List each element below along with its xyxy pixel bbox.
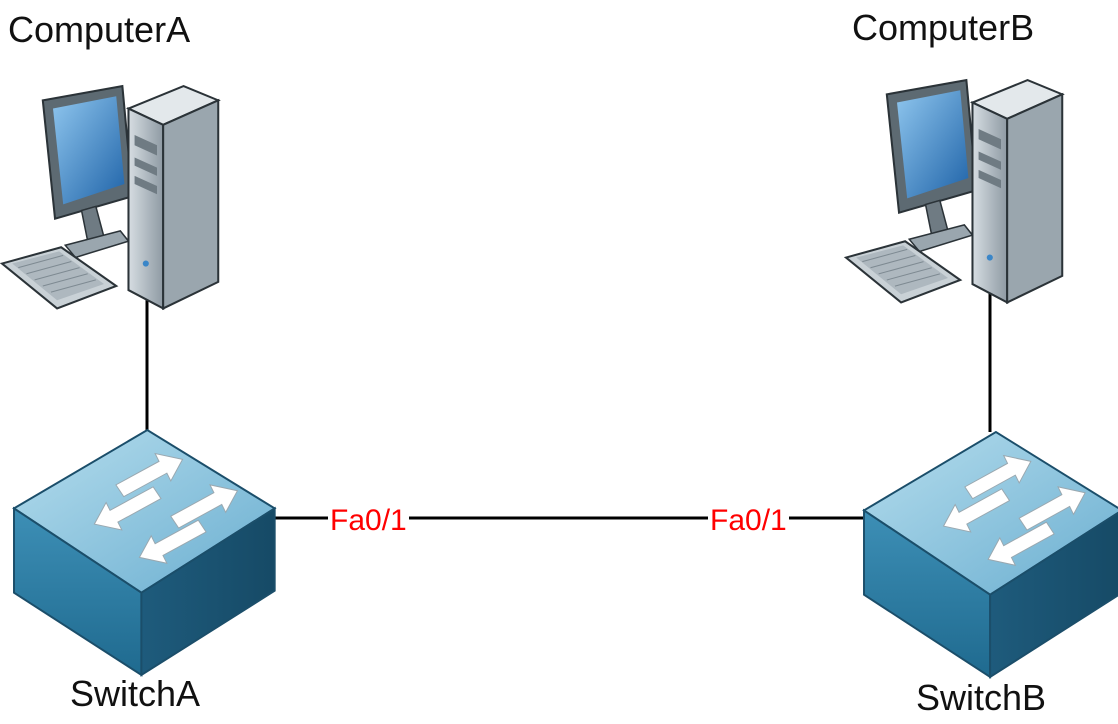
switch-a-label: SwitchA — [70, 673, 201, 714]
computer-a-label: ComputerA — [8, 9, 191, 50]
switch-a-icon — [13, 429, 276, 676]
computer-b-label: ComputerB — [852, 7, 1035, 48]
switch-b-port-label: Fa0/1 — [708, 504, 789, 537]
computer-a-icon — [0, 85, 220, 310]
switch-b-label: SwitchB — [916, 677, 1047, 718]
switch-b-icon — [863, 431, 1118, 678]
switch-a-port-label: Fa0/1 — [328, 504, 409, 537]
computer-b-icon — [844, 79, 1064, 304]
